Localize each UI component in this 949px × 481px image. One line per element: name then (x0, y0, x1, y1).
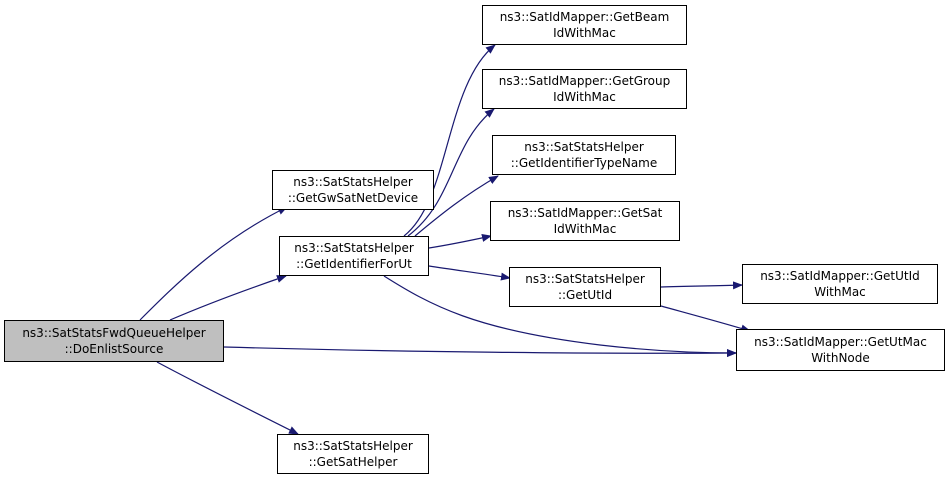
node-label-line2: ::GetUtId (557, 288, 613, 302)
node-getgwsatnetdevice[interactable]: ns3::SatStatsHelper ::GetGwSatNetDevice (272, 170, 434, 210)
node-label-line1: ns3::SatStatsHelper (525, 272, 645, 286)
edge-ident-to-utid (428, 265, 511, 281)
node-label-line2: IdWithMac (553, 26, 616, 40)
node-getidentifierforut[interactable]: ns3::SatStatsHelper ::GetIdentifierForUt (279, 236, 429, 276)
edge-ident-to-type (414, 175, 499, 237)
edge-ident-to-utmacnode (383, 275, 737, 357)
node-label-line2: ::GetIdentifierForUt (296, 257, 412, 271)
node-getsatidwithmac[interactable]: ns3::SatIdMapper::GetSat IdWithMac (490, 201, 680, 241)
edge-root-to-utmacnode (223, 346, 737, 358)
node-label-line2: IdWithMac (553, 222, 617, 236)
node-getutid[interactable]: ns3::SatStatsHelper ::GetUtId (509, 267, 661, 307)
node-satstatsfwdqueuehelper-doenlistsource: ns3::SatStatsFwdQueueHelper ::DoEnlistSo… (4, 320, 224, 362)
node-label-line2: ::GetIdentifierTypeName (510, 156, 658, 170)
node-label-line2: WithMac (814, 285, 866, 299)
node-label-line1: ns3::SatStatsHelper (524, 140, 644, 154)
node-label-line2: ::DoEnlistSource (64, 342, 164, 356)
node-label-line1: ns3::SatStatsHelper (293, 439, 413, 453)
edge-ident-to-beam (403, 44, 496, 237)
edge-root-to-sath (156, 361, 299, 435)
node-getgroupidwithmac[interactable]: ns3::SatIdMapper::GetGroup IdWithMac (482, 69, 687, 109)
node-getidentifiertypename[interactable]: ns3::SatStatsHelper ::GetIdentifierTypeN… (492, 135, 676, 175)
edge-root-to-gwsat (139, 206, 288, 321)
edge-ident-to-group (407, 108, 495, 237)
node-label-line2: ::GetSatHelper (308, 455, 398, 469)
node-label-line1: ns3::SatStatsFwdQueueHelper (22, 326, 206, 340)
node-getsathelper[interactable]: ns3::SatStatsHelper ::GetSatHelper (277, 434, 429, 474)
edge-utid-to-utidmac (660, 281, 743, 290)
node-getbeamidwithmac[interactable]: ns3::SatIdMapper::GetBeam IdWithMac (482, 5, 687, 45)
node-label-line1: ns3::SatIdMapper::GetSat (507, 206, 663, 220)
node-label-line1: ns3::SatIdMapper::GetUtId (760, 269, 920, 283)
edge-root-to-ident (169, 275, 287, 321)
node-label-line1: ns3::SatStatsHelper (293, 175, 413, 189)
node-label-line2: IdWithMac (553, 90, 616, 104)
node-label-line1: ns3::SatIdMapper::GetUtMac (754, 335, 927, 349)
node-label-line1: ns3::SatStatsHelper (294, 241, 414, 255)
edge-ident-to-satid (428, 234, 492, 249)
node-getutmacwithnode[interactable]: ns3::SatIdMapper::GetUtMac WithNode (736, 329, 945, 371)
node-getutidwithmac[interactable]: ns3::SatIdMapper::GetUtId WithMac (742, 264, 938, 304)
node-label-line2: ::GetGwSatNetDevice (287, 191, 419, 205)
edge-utid-to-utmacnode (660, 305, 751, 333)
node-label-line2: WithNode (811, 351, 870, 365)
node-label-line1: ns3::SatIdMapper::GetGroup (498, 74, 671, 88)
node-label-line1: ns3::SatIdMapper::GetBeam (499, 10, 670, 24)
